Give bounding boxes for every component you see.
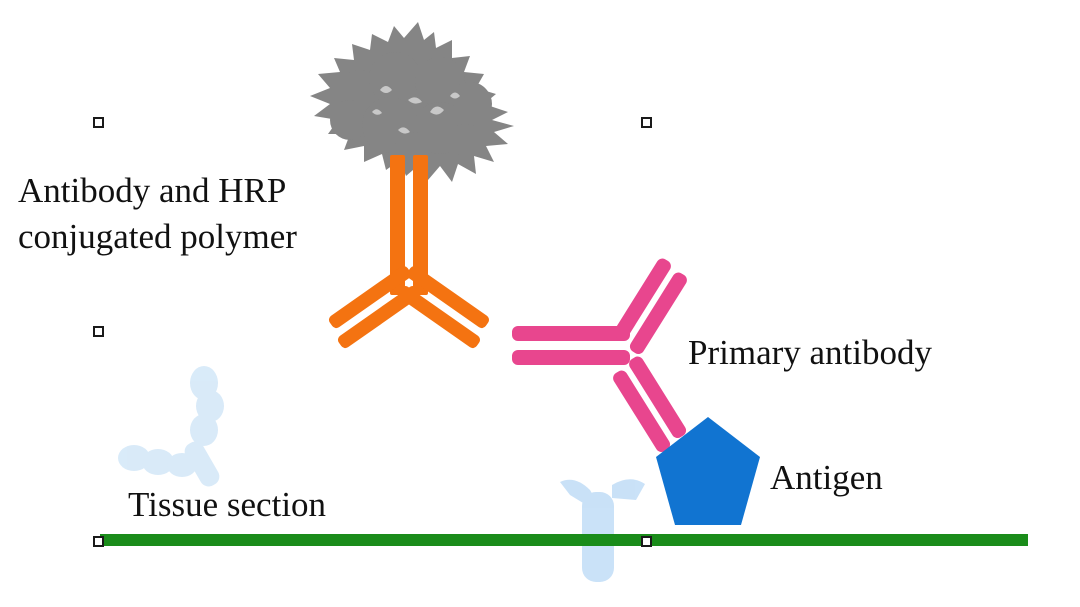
tissue-section-line [100, 534, 1028, 546]
primary-antibody [512, 258, 687, 452]
tissue-section-label: Tissue section [128, 485, 327, 524]
selection-handle-bottom-right[interactable] [641, 536, 652, 547]
faded-antibody-left [118, 366, 224, 487]
polymer-label: Antibody and HRP conjugated polymer [18, 168, 297, 260]
hrp-polymer-highlights [372, 86, 460, 134]
polymer-label-line2: conjugated polymer [18, 217, 297, 256]
primary-antibody-label: Primary antibody [688, 333, 932, 372]
polymer-label-line1: Antibody and HRP [18, 171, 287, 210]
selection-handle-top-left[interactable] [93, 117, 104, 128]
selection-handle-middle-left[interactable] [93, 326, 104, 337]
secondary-antibody [328, 155, 490, 349]
antigen-pentagon [656, 417, 760, 525]
selection-handle-top-right[interactable] [641, 117, 652, 128]
faded-antibody-center [560, 479, 645, 582]
selection-handle-bottom-left[interactable] [93, 536, 104, 547]
antigen-label: Antigen [770, 458, 883, 497]
